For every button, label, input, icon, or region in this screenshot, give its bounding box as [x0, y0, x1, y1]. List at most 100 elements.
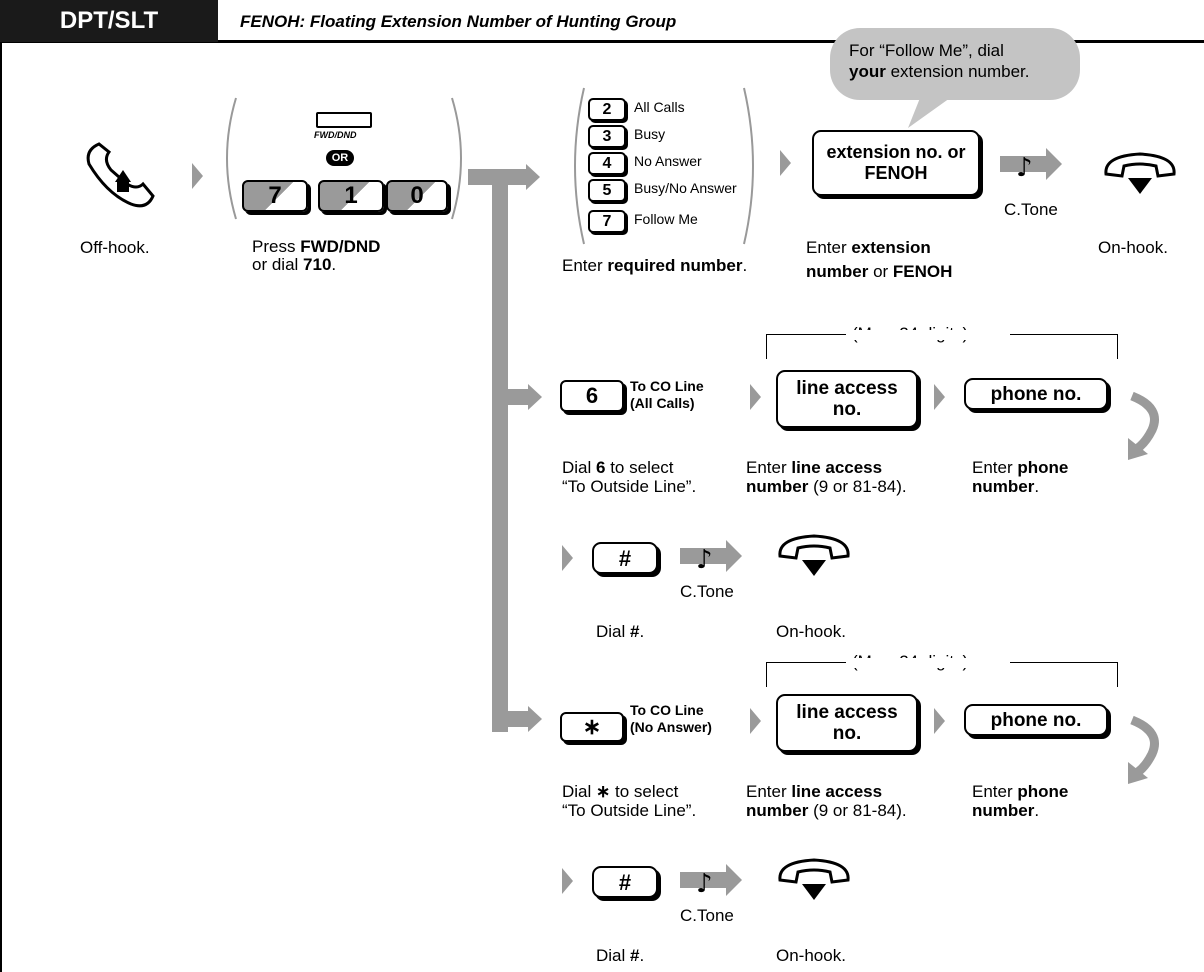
line-access-box-2[interactable]: line access no.	[776, 694, 918, 752]
ph2-bold: phone	[1017, 782, 1069, 801]
la2-bold2: number	[746, 801, 809, 820]
co-all-calls-caption-line2: “To Outside Line”.	[562, 477, 697, 496]
onhook-caption-2: On-hook.	[776, 622, 846, 641]
ph2-bold2: number	[972, 801, 1035, 820]
option-label-follow-me: Follow Me	[634, 211, 698, 227]
hash-caption-2: Dial #.	[596, 946, 644, 965]
la1-pre: Enter	[746, 458, 792, 477]
la1-bold2: number	[746, 477, 809, 496]
line-access-box-1[interactable]: line access no.	[776, 370, 918, 428]
handset-onhook-icon-3	[778, 858, 850, 902]
la2-rest: (9 or 81-84).	[808, 801, 907, 820]
speech-bubble	[830, 28, 1080, 128]
tone-label-2: C.Tone	[680, 582, 734, 601]
branch-arrow-bottom	[500, 706, 542, 732]
handset-onhook-icon-1	[1104, 152, 1176, 196]
co-na-bold: ∗	[596, 782, 611, 801]
phone-no-text-1: phone no.	[990, 383, 1082, 405]
dial-key-0[interactable]: 0	[386, 180, 448, 212]
extension-or-fenoh-box[interactable]: extension no. or FENOH	[812, 130, 980, 196]
option-label-busy-no-answer: Busy/No Answer	[634, 180, 737, 196]
co-no-answer-label: To CO Line (No Answer)	[630, 702, 712, 735]
onhook-caption-3: On-hook.	[776, 946, 846, 965]
bubble-line2-rest: extension number.	[885, 62, 1030, 81]
hash2-bold: #	[630, 946, 640, 965]
branch-arrow-top	[468, 164, 540, 190]
onhook-caption-1: On-hook.	[1098, 238, 1168, 257]
ph1-rest: .	[1034, 477, 1040, 496]
ph1-bold2: number	[972, 477, 1035, 496]
tone-arrow-2	[680, 540, 742, 574]
line-access-caption-2-line2: number (9 or 81-84).	[746, 801, 907, 820]
step4-caption-line2-bold2: FENOH	[892, 262, 953, 281]
step3-caption-pre: Enter	[562, 256, 608, 275]
option-label-busy: Busy	[634, 126, 666, 142]
step4-caption-line1: Enter extension	[806, 236, 952, 260]
step2-caption-line2: or dial 710.	[252, 256, 380, 274]
co-all-calls-caption: Dial 6 to select “To Outside Line”.	[562, 458, 696, 496]
phone-caption-2-line2: number.	[972, 801, 1068, 820]
fwd-dnd-button[interactable]	[316, 112, 372, 128]
ph2-pre: Enter	[972, 782, 1018, 801]
paren-left	[226, 97, 237, 220]
option-label-no-answer: No Answer	[634, 153, 702, 169]
branch-arrow-mid	[500, 384, 542, 410]
phone-no-text-2: phone no.	[990, 709, 1082, 731]
paren-right	[451, 97, 462, 220]
la1-rest: (9 or 81-84).	[808, 477, 907, 496]
ph1-bold: phone	[1017, 458, 1069, 477]
step2-caption-bold2: 710	[303, 255, 332, 274]
step2-caption: Press FWD/DND or dial 710.	[252, 238, 380, 274]
phone-no-box-2[interactable]: phone no.	[964, 704, 1108, 736]
handset-onhook-icon-2	[778, 534, 850, 578]
paren-options-left	[574, 87, 585, 245]
phone-no-box-1[interactable]: phone no.	[964, 378, 1108, 410]
step4-caption-line2-mid: or	[868, 262, 893, 281]
bubble-text: For “Follow Me”, dial your extension num…	[849, 40, 1030, 82]
key-6-co-all-calls[interactable]: 6	[560, 380, 624, 412]
phone-caption-2-line1: Enter phone	[972, 782, 1068, 801]
hash1-pre: Dial	[596, 622, 631, 641]
step2-caption-line2-pre: or dial	[252, 255, 304, 274]
key-star-label: ∗	[582, 714, 602, 739]
paren-options-right	[743, 87, 754, 245]
dial-key-1[interactable]: 1	[318, 180, 384, 212]
tone-arrow-1	[1000, 148, 1062, 182]
hash2-pre: Dial	[596, 946, 631, 965]
ph1-pre: Enter	[972, 458, 1018, 477]
continue-curve-arrow-1	[1128, 391, 1159, 460]
bubble-line1: For “Follow Me”, dial	[849, 41, 1004, 60]
step2-caption-bold1: FWD/DND	[300, 237, 381, 256]
step4-caption-line1-bold: extension	[851, 238, 931, 257]
hash-key-1[interactable]: #	[592, 542, 658, 574]
option-key-follow-me[interactable]: 7	[588, 210, 626, 233]
co-na-rest: to select	[610, 782, 679, 801]
option-key-busy-no-answer[interactable]: 5	[588, 179, 626, 202]
key-star-co-no-answer[interactable]: ∗	[560, 712, 624, 742]
hash-key-2[interactable]: #	[592, 866, 658, 898]
option-label-all-calls: All Calls	[634, 99, 685, 115]
co-all-caption-rest: to select	[605, 458, 674, 477]
page-title: FENOH: Floating Extension Number of Hunt…	[240, 12, 677, 31]
max-digits-bracket-gap-2	[846, 658, 1010, 668]
or-badge-text: OR	[331, 152, 349, 164]
step2-caption-end: .	[331, 255, 337, 274]
dial-key-1-label: 1	[344, 182, 358, 209]
step4-caption-line2-bold1: number	[806, 262, 869, 281]
la1-bold: line access	[791, 458, 883, 477]
flow-arrow-7	[934, 708, 945, 734]
co-no-answer-caption: Dial ∗ to select “To Outside Line”.	[562, 782, 696, 820]
option-key-no-answer[interactable]: 4	[588, 152, 626, 175]
co-no-answer-caption-line1: Dial ∗ to select	[562, 782, 696, 801]
tone-label-1: C.Tone	[1004, 200, 1058, 219]
option-key-busy[interactable]: 3	[588, 125, 626, 148]
extension-or-fenoh-text: extension no. or FENOH	[826, 142, 966, 183]
handset-offhook-icon	[86, 142, 155, 208]
option-key-all-calls[interactable]: 2	[588, 98, 626, 121]
fwd-dnd-label: FWD/DND	[314, 130, 357, 140]
dial-key-7[interactable]: 7	[242, 180, 308, 212]
line-access-text-2: line access no.	[796, 702, 898, 744]
co-all-calls-label: To CO Line (All Calls)	[630, 378, 704, 411]
offhook-caption: Off-hook.	[80, 238, 150, 257]
